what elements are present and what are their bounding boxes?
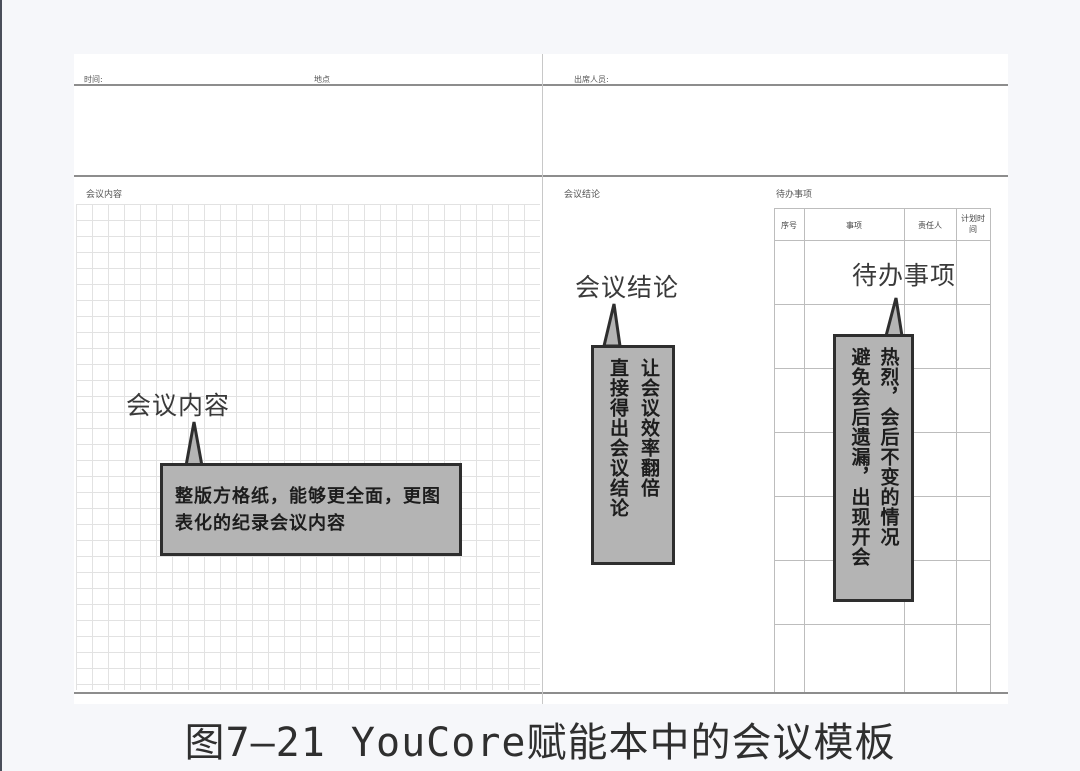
todo-section-label: 待办事项: [776, 190, 813, 200]
conclusion-section-label: 会议结论: [564, 190, 601, 200]
todo-callout-line-1: 热烈，会后不变的情况: [877, 347, 900, 547]
todo-callout-box: 热烈，会后不变的情况 避免会后遗漏，出现开会: [833, 334, 914, 602]
todo-col-index: 序号: [781, 221, 797, 230]
conclusion-callout-title: 会议结论: [575, 273, 680, 302]
attendees-label: 出席人员:: [574, 75, 609, 84]
figure-caption: 图7–21 YouCore赋能本中的会议模板: [184, 720, 896, 766]
conclusion-callout-line-2: 直接得出会议结论: [607, 358, 629, 518]
content-callout-box: 整版方格纸，能够更全面，更图表化的纪录会议内容: [160, 463, 462, 556]
section-rule: [74, 175, 1008, 177]
conclusion-callout-pointer: [602, 303, 622, 348]
todo-col-plan-time: 计划时间: [961, 214, 985, 234]
todo-col-owner: 责任人: [918, 221, 942, 230]
time-label: 时间:: [84, 75, 103, 84]
header-rule: [74, 84, 1008, 86]
todo-callout-line-2: 避免会后遗漏，出现开会: [848, 347, 871, 567]
conclusion-callout-box: 让会议效率翻倍 直接得出会议结论: [591, 345, 675, 565]
page-edge: [0, 0, 2, 771]
todo-col-item: 事项: [846, 221, 862, 230]
bottom-rule: [74, 692, 1008, 694]
content-callout-title: 会议内容: [126, 391, 231, 420]
column-divider: [542, 54, 543, 704]
todo-callout-title: 待办事项: [852, 261, 957, 290]
content-section-label: 会议内容: [86, 190, 123, 200]
grid-paper-area: [76, 204, 540, 690]
conclusion-callout-line-1: 让会议效率翻倍: [638, 358, 660, 498]
place-label: 地点: [314, 75, 330, 84]
